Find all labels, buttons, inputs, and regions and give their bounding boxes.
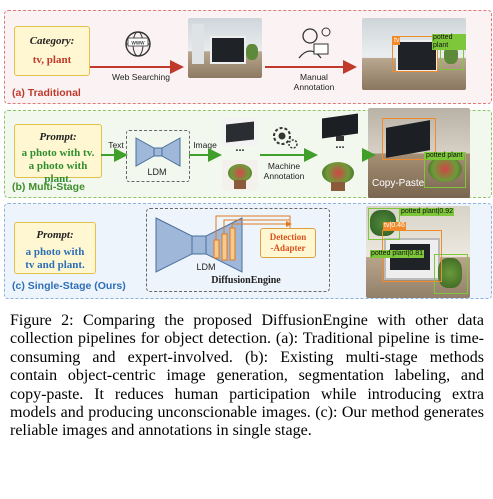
manual-annotation-label: Manual Annotation [284, 72, 344, 92]
www-text: www [131, 41, 146, 47]
prompt-b-line2: a photo with plant. [28, 160, 88, 185]
output-bbox3: potted plant|0.81 [370, 250, 425, 258]
manual-line1: Manual [300, 72, 328, 82]
panel-a-label: (a) Traditional [12, 87, 81, 99]
segmented-plant [318, 160, 358, 192]
ellipsis-b2: ... [335, 139, 345, 151]
category-box: Category: tv, plant [14, 26, 90, 76]
ldm-label-b: LDM [147, 167, 167, 177]
output-bbox2: tv|0.46 [383, 222, 406, 230]
machine-line1: Machine [267, 161, 301, 171]
prompt-box-b: Prompt: a photo with tv. a photo with pl… [14, 124, 102, 185]
output-bbox1: potted plant|0.92 [400, 208, 455, 216]
ldm-hourglass-b [135, 137, 181, 167]
globe-icon: www [125, 31, 151, 57]
ldm-label-c: LDM [196, 262, 216, 272]
prompt-c-line1: a photo with [25, 246, 85, 258]
generated-plant-image [222, 160, 258, 190]
web-searching-label: Web Searching [112, 72, 170, 82]
text-label: Text [108, 140, 124, 150]
prompt-b-title: Prompt: [39, 131, 77, 143]
single-stage-output-photo: potted plant|0.92 tv|0.46 potted plant|0… [366, 206, 470, 298]
copy-paste-bbox-plant: potted plant [425, 152, 464, 160]
figure: Category: tv, plant (a) Traditional www … [4, 10, 492, 299]
figure-caption: Figure 2: Comparing the proposed Diffusi… [10, 312, 484, 440]
copy-paste-photo: potted plant Copy-Paste [368, 108, 470, 198]
adapter-line2: -Adapter [270, 243, 306, 253]
copy-paste-label: Copy-Paste [372, 178, 425, 189]
panel-c-label: (c) Single-Stage (Ours) [12, 280, 126, 292]
manual-line2: Annotation [293, 82, 335, 92]
detection-adapter-box: Detection -Adapter [260, 228, 316, 258]
image-label: Image [193, 140, 217, 150]
segmented-tv [318, 112, 362, 142]
panel-a-arrows [90, 60, 357, 74]
category-title: Category: [29, 35, 75, 47]
bbox-plant-label: potted plant [432, 34, 466, 50]
prompt-box-c: Prompt: a photo with tv and plant. [14, 222, 96, 274]
prompt-c-line2: tv and plant. [25, 259, 85, 271]
room-photo-annotated: tv potted plant [362, 18, 466, 90]
diffusion-engine-label: DiffusionEngine [211, 275, 281, 286]
ellipsis-b1: ... [235, 142, 245, 154]
panel-b-label: (b) Multi-Stage [12, 181, 85, 193]
category-value: tv, plant [32, 54, 72, 66]
bbox-tv-label: tv [393, 37, 401, 45]
machine-line2: Annotation [263, 171, 305, 181]
prompt-c-title: Prompt: [36, 229, 74, 241]
diffusion-engine-box [146, 208, 330, 292]
adapter-connections [213, 215, 292, 261]
adapter-line1: Detection [269, 232, 307, 242]
generated-tv-image [222, 118, 258, 146]
prompt-b-line1: a photo with tv. [21, 147, 95, 159]
machine-gear-icon [273, 127, 298, 149]
machine-annotation-label: Machine Annotation [258, 161, 310, 181]
room-photo-search [188, 18, 262, 78]
annotator-icon [298, 27, 331, 59]
